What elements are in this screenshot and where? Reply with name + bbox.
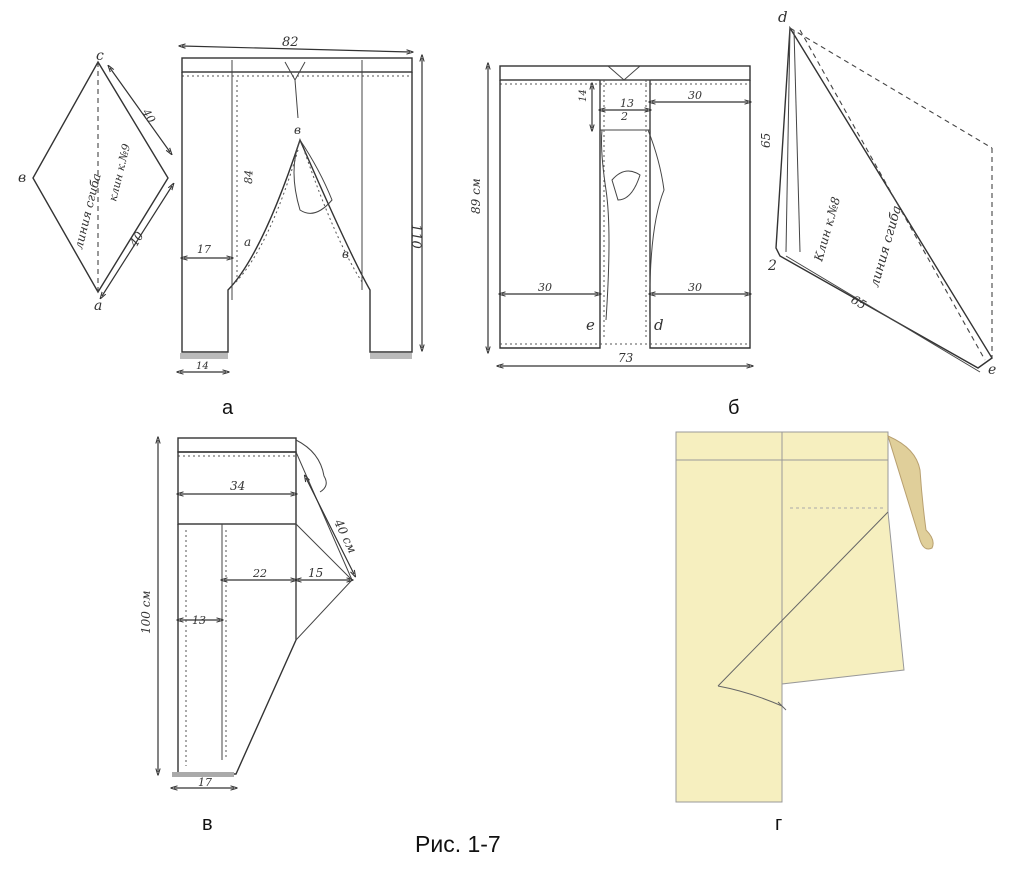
width-dim: 82 bbox=[282, 35, 299, 50]
point-d-label: d bbox=[778, 8, 788, 26]
waist-dim: 34 bbox=[230, 479, 245, 493]
side-dim: 17 bbox=[197, 243, 211, 256]
point-right-label: в bbox=[342, 247, 349, 261]
point-d-label: d bbox=[654, 316, 664, 334]
point-e-label: е bbox=[586, 316, 595, 334]
point-b-label: в bbox=[18, 170, 26, 186]
fold-line-label: линия сгиба bbox=[867, 204, 905, 289]
panel-label-v: в bbox=[202, 813, 213, 835]
point-c-label: с bbox=[96, 48, 104, 64]
width-dim: 73 bbox=[618, 351, 634, 365]
trousers-g-drawing bbox=[675, 431, 934, 803]
point-left-label: а bbox=[244, 235, 251, 249]
top-right-dim: 30 bbox=[688, 89, 702, 102]
trousers-a-drawing: 82 110 84 17 14 в а в bbox=[180, 35, 423, 372]
point-e-label: e bbox=[988, 362, 996, 378]
height-dim: 110 bbox=[408, 224, 423, 249]
point-a-label: а bbox=[94, 298, 102, 314]
gusset-no9-drawing: с в а линия сгиба клин к.№9 40 40 bbox=[18, 48, 172, 314]
panel-label-a: а bbox=[222, 397, 234, 419]
side-dim: 65 bbox=[759, 133, 773, 148]
gusset-top-side-dim: 40 bbox=[139, 106, 158, 126]
gusset-number-label: клин к.№9 bbox=[106, 142, 133, 202]
inner-dim: 84 bbox=[242, 170, 255, 184]
waist-width-dim: 13 bbox=[620, 97, 634, 110]
hem-dim: 17 bbox=[198, 776, 212, 789]
side-dim: 13 bbox=[192, 614, 206, 627]
point-z-label: 2 bbox=[767, 258, 777, 274]
gusset-bottom-side-dim: 40 bbox=[126, 229, 147, 251]
height-dim: 89 см bbox=[469, 178, 483, 214]
hem-dim: 14 bbox=[196, 361, 209, 372]
point-top-label: в bbox=[294, 123, 301, 137]
inner-point-label: 2 bbox=[620, 110, 628, 123]
panel-label-g: г bbox=[775, 813, 782, 835]
gusset-no8-drawing: d 2 e 65 65 Клин к.№8 линия сгиба bbox=[759, 8, 996, 378]
figure-caption: Рис. 1-7 bbox=[415, 831, 501, 857]
mid-dim: 22 bbox=[252, 567, 267, 580]
panel-label-b: б bbox=[728, 397, 739, 419]
bottom-left-dim: 30 bbox=[538, 281, 552, 294]
gusset-number-label: Клин к.№8 bbox=[811, 195, 843, 264]
trousers-v-drawing: 100 см 34 40 см 22 15 13 17 bbox=[139, 438, 360, 789]
fold-line-label: линия сгиба bbox=[71, 172, 103, 251]
height-dim: 100 см bbox=[139, 591, 153, 634]
waist-depth-dim: 14 bbox=[578, 89, 589, 102]
bottom-right-dim: 30 bbox=[688, 281, 702, 294]
flap-dim: 15 bbox=[308, 566, 323, 580]
bottom-dim: 65 bbox=[849, 292, 869, 312]
trousers-b-drawing: 89 см 14 13 2 30 30 30 е d 73 bbox=[469, 66, 750, 366]
